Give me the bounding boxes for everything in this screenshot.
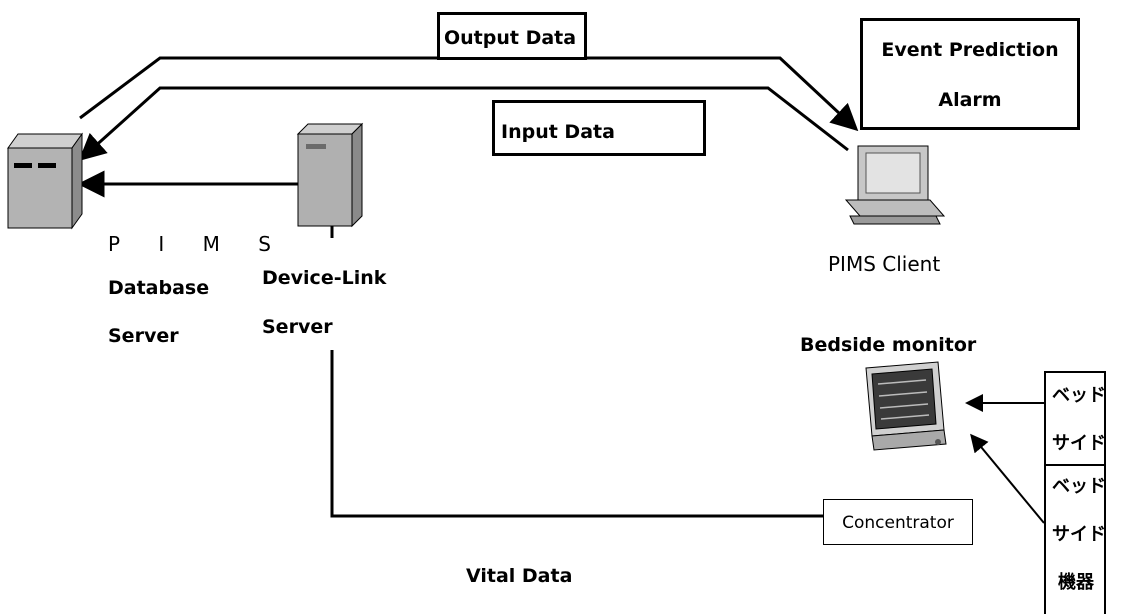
device-link-to-db-line: [77, 170, 334, 238]
event-prediction-alarm-box: Event Prediction Alarm: [860, 18, 1080, 130]
bedside-device-box-2: ベッド サイド 機器: [1044, 464, 1106, 614]
pims-letters-label: P I M S: [108, 232, 279, 256]
input-data-box: Input Data: [492, 100, 706, 156]
database-label: Database: [108, 277, 210, 299]
event-prediction-label: Event Prediction: [881, 39, 1059, 61]
output-data-line: [79, 56, 859, 132]
alarm-label: Alarm: [938, 89, 1002, 111]
bedside-arrow-2: [970, 433, 1045, 524]
vital-data-line: [330, 350, 823, 518]
bedside-device-box-1: ベッド サイド: [1044, 371, 1106, 466]
bedside-jp-2-line3: 機器: [1058, 572, 1094, 593]
pims-client-label: PIMS Client: [828, 252, 941, 276]
bedside-jp-1-line1: ベッド: [1052, 385, 1106, 406]
device-link-server-label: Server: [262, 316, 333, 338]
database-server-label: Server: [108, 325, 179, 347]
device-link-label: Device-Link: [262, 267, 387, 289]
concentrator-label: Concentrator: [842, 513, 954, 533]
bedside-monitor-label: Bedside monitor: [800, 334, 977, 356]
database-server-icon: [7, 132, 83, 230]
bedside-jp-2-line2: サイド: [1052, 524, 1106, 545]
input-data-line: [78, 86, 849, 162]
bedside-monitor-icon: [865, 361, 947, 451]
concentrator-box: Concentrator: [823, 499, 973, 545]
bedside-jp-2-line1: ベッド: [1052, 476, 1106, 497]
input-data-label: Input Data: [501, 121, 615, 143]
output-data-box: Output Data: [437, 12, 587, 60]
pims-client-icon: [844, 145, 946, 225]
device-link-server-icon: [296, 122, 364, 228]
output-data-label: Output Data: [444, 27, 577, 49]
bedside-jp-1-line2: サイド: [1052, 433, 1106, 454]
vital-data-label: Vital Data: [466, 565, 573, 587]
